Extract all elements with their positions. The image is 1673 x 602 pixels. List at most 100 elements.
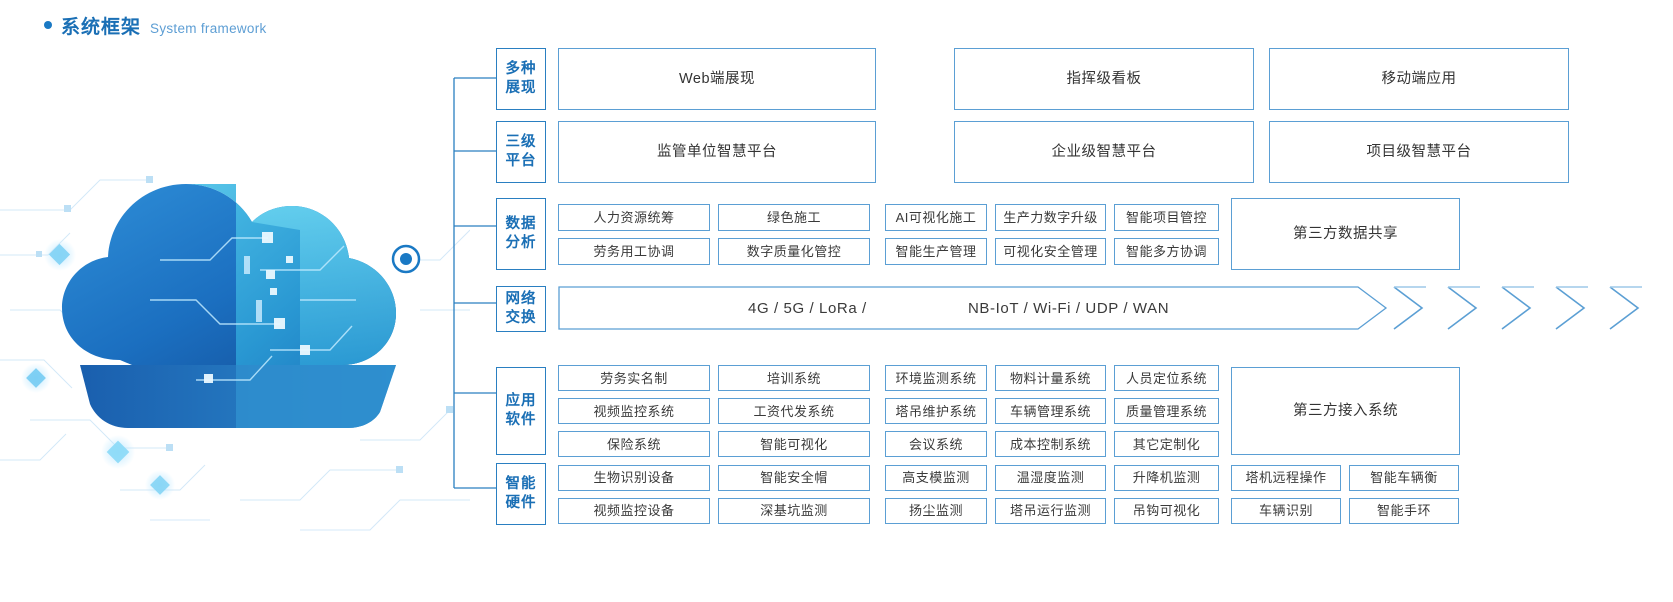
tier-label-1[interactable]: 三级平台 bbox=[496, 121, 546, 183]
cell-row: 人力资源统筹绿色施工 bbox=[558, 203, 870, 231]
module-box[interactable]: 智能项目管控 bbox=[1114, 203, 1219, 231]
module-box[interactable]: 项目级智慧平台 bbox=[1269, 121, 1569, 183]
cell-row: Web端展现 bbox=[558, 48, 876, 110]
tier-label-line: 硬件 bbox=[505, 495, 537, 511]
cell-row: 劳务用工协调数字质量化管控 bbox=[558, 237, 870, 265]
module-box[interactable]: 数字质量化管控 bbox=[718, 237, 870, 265]
tier-group: 监管单位智慧平台 bbox=[558, 121, 876, 183]
module-box[interactable]: 成本控制系统 bbox=[995, 431, 1106, 457]
module-box[interactable]: 生产力数字升级 bbox=[995, 203, 1106, 231]
tier-group: 环境监测系统物料计量系统人员定位系统塔吊维护系统车辆管理系统质量管理系统会议系统… bbox=[885, 365, 1219, 457]
cell-row: 视频监控设备深基坑监测 bbox=[558, 497, 870, 524]
tier-group: 企业级智慧平台 bbox=[954, 121, 1254, 183]
cell-row: 第三方数据共享 bbox=[1231, 198, 1460, 270]
tier-label-3[interactable]: 网络交换 bbox=[496, 286, 546, 332]
cell-row: 监管单位智慧平台 bbox=[558, 121, 876, 183]
tier-group: 高支模监测温湿度监测升降机监测扬尘监测塔吊运行监测吊钩可视化 bbox=[885, 463, 1219, 525]
module-box[interactable]: 智能多方协调 bbox=[1114, 237, 1219, 265]
cell-row: AI可视化施工生产力数字升级智能项目管控 bbox=[885, 203, 1219, 231]
module-box[interactable]: 塔吊运行监测 bbox=[995, 497, 1106, 524]
module-box[interactable]: 升降机监测 bbox=[1114, 464, 1219, 491]
cell-row: 塔吊维护系统车辆管理系统质量管理系统 bbox=[885, 398, 1219, 424]
title-en: System framework bbox=[150, 21, 267, 36]
title-zh: 系统框架 bbox=[61, 17, 142, 38]
tier-body: 劳务实名制培训系统视频监控系统工资代发系统保险系统智能可视化环境监测系统物料计量… bbox=[558, 365, 1460, 457]
module-box[interactable]: 劳务实名制 bbox=[558, 365, 710, 391]
module-box[interactable]: AI可视化施工 bbox=[885, 203, 987, 231]
module-box[interactable]: 智能手环 bbox=[1349, 497, 1459, 524]
module-box[interactable]: 人员定位系统 bbox=[1114, 365, 1219, 391]
network-protocol-text: NB-IoT / Wi-Fi / UDP / WAN bbox=[968, 299, 1170, 317]
tier-group: 劳务实名制培训系统视频监控系统工资代发系统保险系统智能可视化 bbox=[558, 365, 870, 457]
tier-label-0[interactable]: 多种展现 bbox=[496, 48, 546, 110]
module-box[interactable]: 第三方数据共享 bbox=[1231, 198, 1460, 270]
tier-group: Web端展现 bbox=[558, 48, 876, 110]
module-box[interactable]: 环境监测系统 bbox=[885, 365, 987, 391]
tier-body: Web端展现 指挥级看板移动端应用 bbox=[558, 48, 1569, 110]
bullet-icon bbox=[44, 21, 52, 29]
tier-row: 智能硬件生物识别设备智能安全帽视频监控设备深基坑监测高支模监测温湿度监测升降机监… bbox=[496, 463, 1459, 525]
network-bar: 4G / 5G / LoRa /NB-IoT / Wi-Fi / UDP / W… bbox=[558, 286, 1648, 330]
module-box[interactable]: 塔机远程操作 bbox=[1231, 464, 1341, 491]
module-box[interactable]: 车辆识别 bbox=[1231, 497, 1341, 524]
module-box[interactable]: 高支模监测 bbox=[885, 464, 987, 491]
tier-label-2[interactable]: 数据分析 bbox=[496, 198, 546, 270]
network-tier-row: 网络交换 4G / 5G / LoRa /NB-IoT / Wi-Fi / UDP… bbox=[496, 286, 1648, 332]
module-box[interactable]: 深基坑监测 bbox=[718, 497, 870, 524]
cell-row: 车辆识别智能手环 bbox=[1231, 497, 1459, 524]
module-box[interactable]: Web端展现 bbox=[558, 48, 876, 110]
tier-label-4[interactable]: 应用软件 bbox=[496, 367, 546, 455]
module-box[interactable]: 监管单位智慧平台 bbox=[558, 121, 876, 183]
module-box[interactable]: 移动端应用 bbox=[1269, 48, 1569, 110]
tier-label-line: 应用 bbox=[505, 393, 537, 410]
module-box[interactable]: 劳务用工协调 bbox=[558, 237, 710, 265]
module-box[interactable]: 保险系统 bbox=[558, 431, 710, 457]
module-box[interactable]: 智能车辆衡 bbox=[1349, 464, 1459, 491]
tier-row: 三级平台监管单位智慧平台企业级智慧平台项目级智慧平台 bbox=[496, 121, 1569, 183]
module-box[interactable]: 培训系统 bbox=[718, 365, 870, 391]
module-box[interactable]: 智能可视化 bbox=[718, 431, 870, 457]
tier-group: 人力资源统筹绿色施工劳务用工协调数字质量化管控 bbox=[558, 198, 870, 270]
tier-label-line: 平台 bbox=[505, 153, 537, 169]
module-box[interactable]: 塔吊维护系统 bbox=[885, 398, 987, 424]
connector-tree bbox=[453, 77, 496, 489]
module-box[interactable]: 视频监控设备 bbox=[558, 497, 710, 524]
cell-row: 生物识别设备智能安全帽 bbox=[558, 464, 870, 491]
cell-row: 塔机远程操作智能车辆衡 bbox=[1231, 464, 1459, 491]
module-box[interactable]: 吊钩可视化 bbox=[1114, 497, 1219, 524]
tier-label-line: 多种 bbox=[505, 61, 537, 78]
module-box[interactable]: 温湿度监测 bbox=[995, 464, 1106, 491]
module-box[interactable]: 会议系统 bbox=[885, 431, 987, 457]
cell-row: 项目级智慧平台 bbox=[1269, 121, 1569, 183]
tier-label-line: 展现 bbox=[505, 80, 537, 96]
module-box[interactable]: 视频监控系统 bbox=[558, 398, 710, 424]
tier-group: 第三方接入系统 bbox=[1231, 367, 1460, 455]
module-box[interactable]: 生物识别设备 bbox=[558, 464, 710, 491]
module-box[interactable]: 工资代发系统 bbox=[718, 398, 870, 424]
module-box[interactable]: 智能生产管理 bbox=[885, 237, 987, 265]
tier-label-line: 智能 bbox=[505, 476, 537, 493]
module-box[interactable]: 第三方接入系统 bbox=[1231, 367, 1460, 455]
module-box[interactable]: 质量管理系统 bbox=[1114, 398, 1219, 424]
tier-body: 生物识别设备智能安全帽视频监控设备深基坑监测高支模监测温湿度监测升降机监测扬尘监… bbox=[558, 463, 1459, 525]
module-box[interactable]: 指挥级看板 bbox=[954, 48, 1254, 110]
cell-row: 企业级智慧平台 bbox=[954, 121, 1254, 183]
module-box[interactable]: 智能安全帽 bbox=[718, 464, 870, 491]
cell-row: 会议系统成本控制系统其它定制化 bbox=[885, 431, 1219, 457]
module-box[interactable]: 绿色施工 bbox=[718, 203, 870, 231]
cell-row: 环境监测系统物料计量系统人员定位系统 bbox=[885, 365, 1219, 391]
module-box[interactable]: 可视化安全管理 bbox=[995, 237, 1106, 265]
tier-label-line: 三级 bbox=[505, 134, 537, 151]
module-box[interactable]: 企业级智慧平台 bbox=[954, 121, 1254, 183]
cell-row: 第三方接入系统 bbox=[1231, 367, 1460, 455]
module-box[interactable]: 其它定制化 bbox=[1114, 431, 1219, 457]
tier-label-5[interactable]: 智能硬件 bbox=[496, 463, 546, 525]
module-box[interactable]: 车辆管理系统 bbox=[995, 398, 1106, 424]
module-box[interactable]: 人力资源统筹 bbox=[558, 203, 710, 231]
module-box[interactable]: 物料计量系统 bbox=[995, 365, 1106, 391]
module-box[interactable]: 扬尘监测 bbox=[885, 497, 987, 524]
tier-label-line: 网络 bbox=[505, 291, 537, 308]
